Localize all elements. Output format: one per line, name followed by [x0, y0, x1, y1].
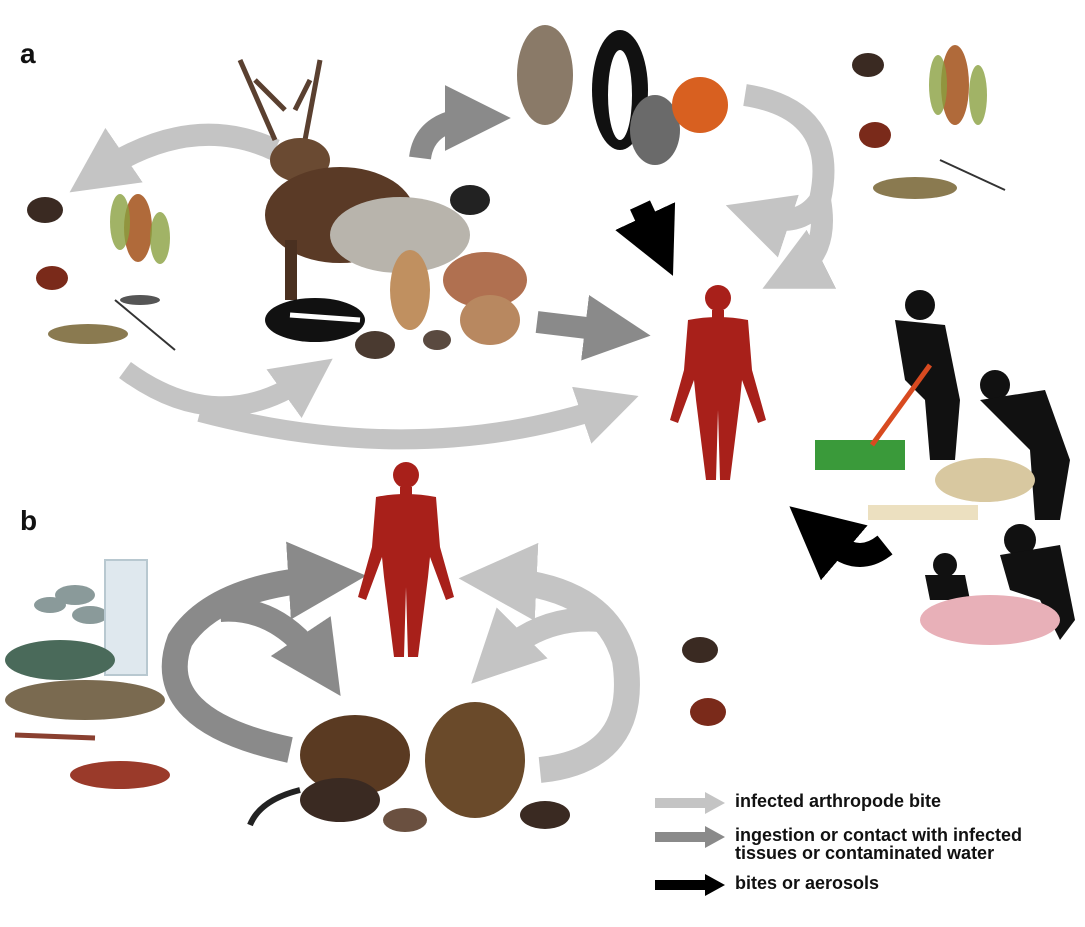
arrow-arthropods-to-wildlife — [125, 370, 310, 406]
arrow-wildlife-to-pets — [420, 118, 480, 158]
legend-label-arthropod-bite: infected arthropode bite — [735, 792, 941, 810]
occupational-exposure-icon — [815, 290, 1075, 645]
arrow-wildlife-to-arthropods — [95, 135, 275, 175]
legend-item-arthropod-bite: infected arthropode bite — [655, 792, 1080, 814]
legend-arrow-mid-icon — [655, 826, 727, 848]
arrow-arthropods-to-pets — [745, 95, 823, 220]
semiaquatic-rodents-icon — [250, 702, 570, 832]
arthropods-right-icon — [852, 45, 1005, 199]
legend-label-ingestion-contact: ingestion or contact with infected tissu… — [735, 826, 1080, 862]
legend-item-bites-aerosols: bites or aerosols — [655, 874, 1080, 896]
legend-label-bites-aerosols: bites or aerosols — [735, 874, 879, 892]
wildlife-icon — [240, 60, 527, 359]
legend-arrow-light-icon — [655, 792, 727, 814]
arrow-aquatic-loop-to-rodents — [220, 610, 322, 668]
arrow-tick-loop-to-rodents — [495, 620, 600, 661]
aquatic-sources-icon — [5, 560, 170, 789]
arrow-occupational-to-human — [815, 528, 885, 555]
legend-arrow-dark-icon — [655, 874, 727, 896]
arthropods-left-icon — [27, 194, 175, 350]
human-icon-a — [670, 285, 766, 480]
legend-item-ingestion-contact: ingestion or contact with infected tissu… — [655, 826, 1080, 862]
panel-label-b: b — [20, 505, 37, 537]
ticks-icon — [682, 637, 726, 726]
panel-label-a: a — [20, 38, 36, 70]
human-icon-b — [358, 462, 454, 657]
arrow-pets-to-human — [640, 205, 660, 248]
pets-icon — [517, 25, 728, 165]
legend: infected arthropode bite ingestion or co… — [655, 792, 1080, 908]
arrow-wildlife-to-human — [537, 322, 620, 332]
